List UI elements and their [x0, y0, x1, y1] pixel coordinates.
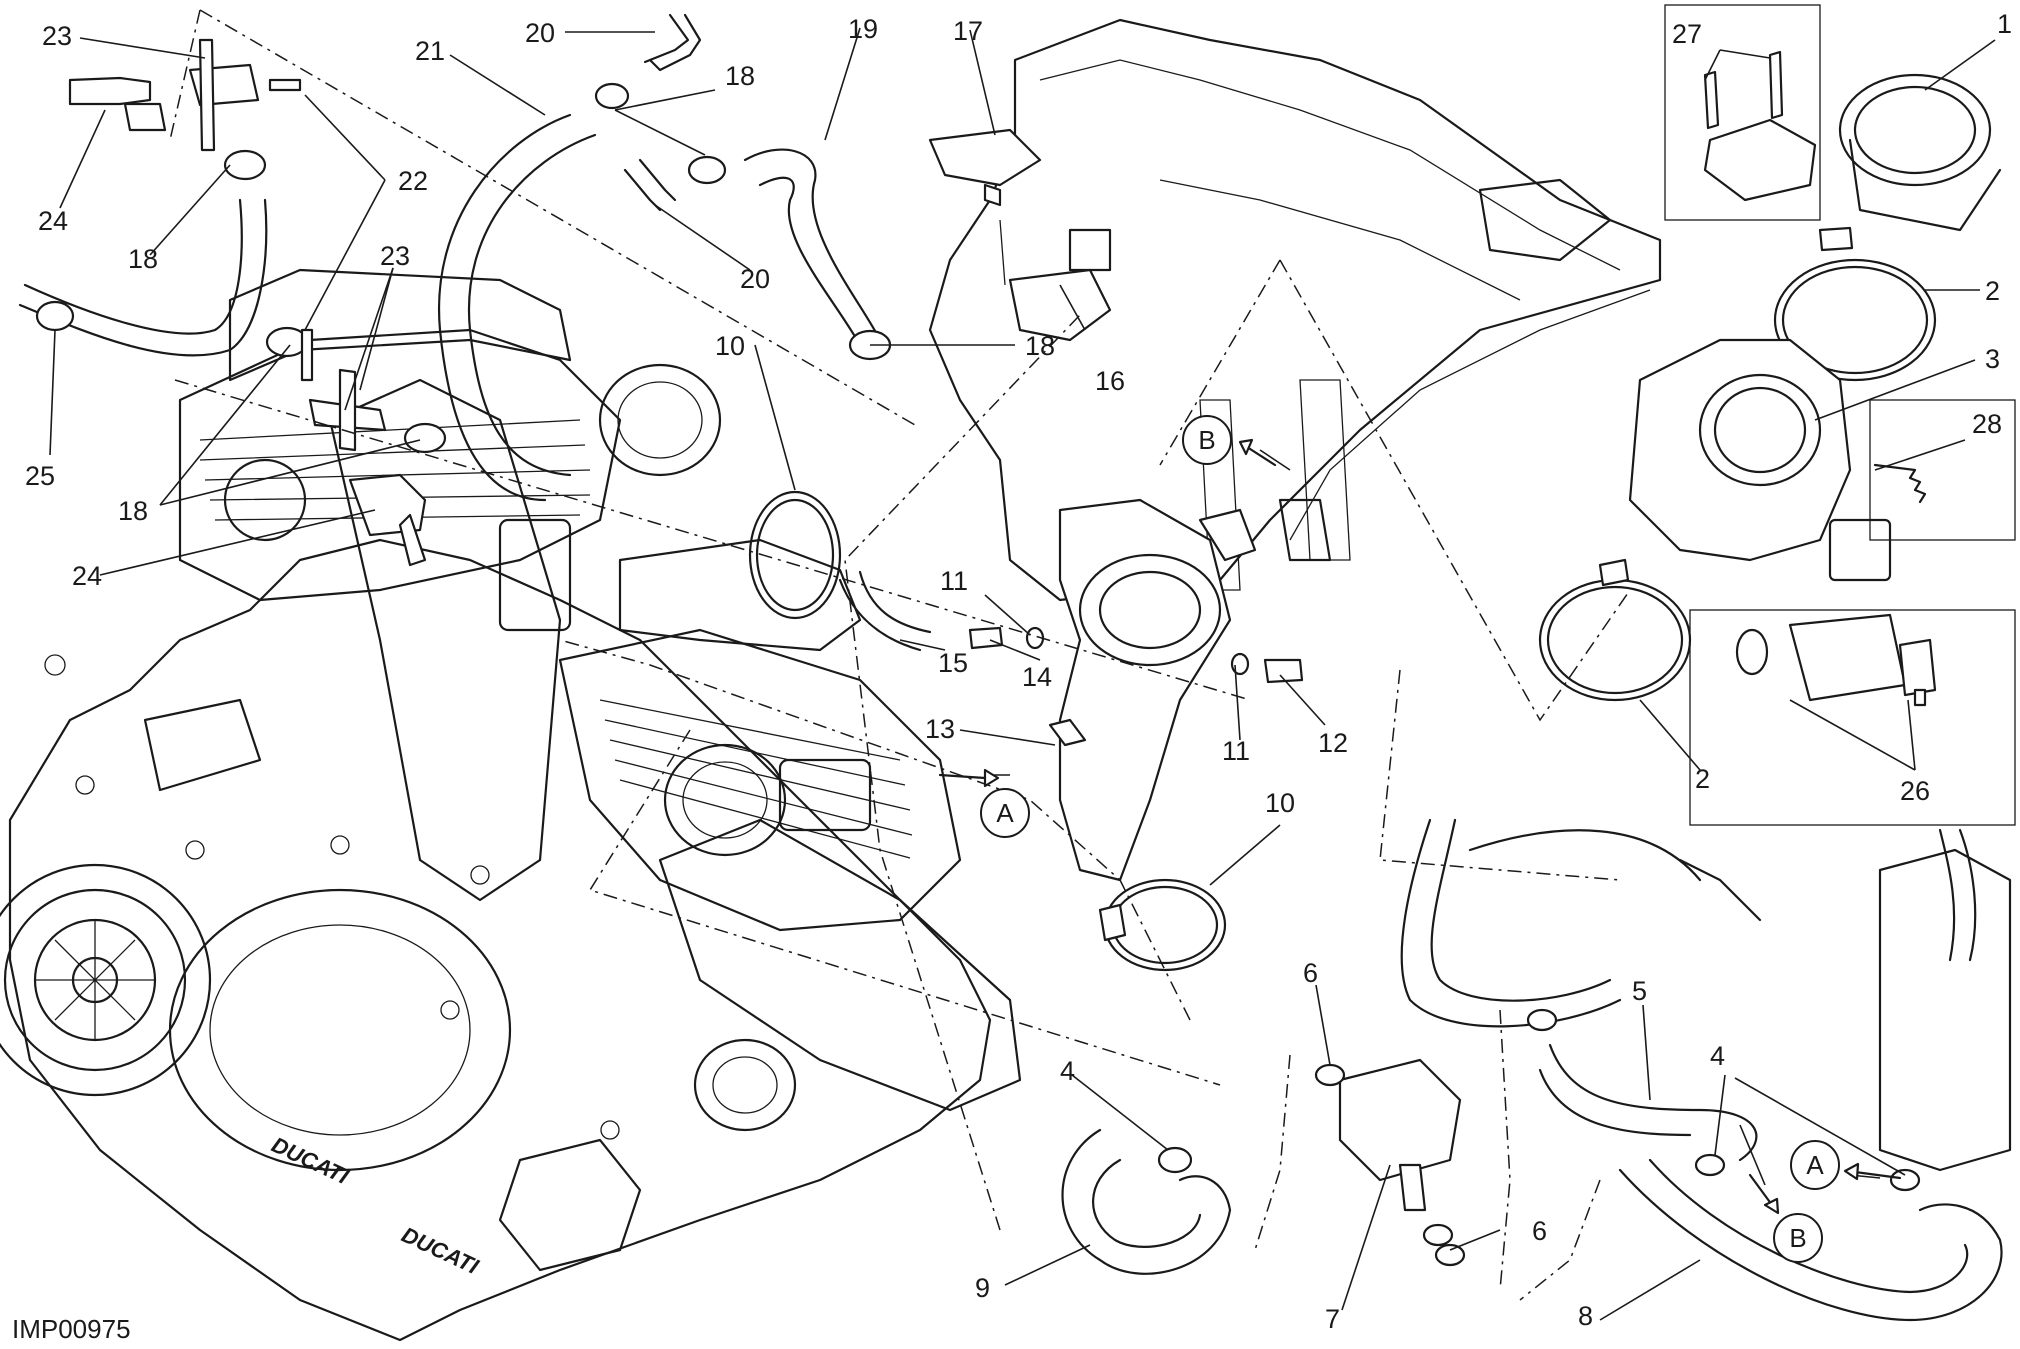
callout-18-right: 18: [1025, 331, 1055, 361]
callout-23-top: 23: [42, 21, 72, 51]
callout-10-top: 10: [715, 331, 745, 361]
arrow-head: [1238, 438, 1254, 456]
ref-marker-a-center: A: [980, 788, 1030, 838]
engine-brand-text-2: DUCATI: [398, 1222, 483, 1279]
intake-manifold: [748, 490, 1257, 972]
callout-11-right: 11: [1222, 736, 1250, 766]
ref-letter: A: [1806, 1150, 1824, 1180]
ref-letter: B: [1789, 1223, 1806, 1253]
arrow-to-b-right: [1748, 1173, 1774, 1207]
callout-12: 12: [1318, 728, 1348, 758]
callout-10-bottom: 10: [1265, 788, 1295, 818]
callout-25: 25: [25, 461, 55, 491]
callout-28: 28: [1972, 409, 2002, 439]
arrow-head: [983, 768, 1000, 788]
arrow-to-a: [938, 773, 987, 780]
callout-6-top: 6: [1303, 958, 1318, 988]
callout-5: 5: [1632, 976, 1647, 1006]
ref-marker-a-bottom-right: A: [1790, 1140, 1840, 1190]
drawing-code: IMP00975: [12, 1314, 131, 1344]
callout-27: 27: [1672, 19, 1702, 49]
callout-16: 16: [1095, 366, 1125, 396]
callout-18-middle-left: 18: [118, 496, 148, 526]
callout-numbers: 23 24 18 20 21 18 19 17 22 20 23 25 18 1…: [25, 9, 2012, 1334]
callout-22: 22: [398, 166, 428, 196]
callout-17: 17: [953, 16, 983, 46]
ref-marker-b-airbox: B: [1182, 415, 1232, 465]
callout-18-top: 18: [725, 61, 755, 91]
callout-20-middle: 20: [740, 264, 770, 294]
callout-15: 15: [938, 648, 968, 678]
ref-letter: A: [996, 798, 1014, 828]
arrow-head: [1843, 1162, 1860, 1181]
callout-26: 26: [1900, 776, 1930, 806]
callout-6-bottom: 6: [1532, 1216, 1547, 1246]
callout-9: 9: [975, 1273, 990, 1303]
leader-lines: [49, 27, 1996, 1321]
evap-hoses: [1061, 818, 2012, 1322]
callout-2-bottom: 2: [1695, 764, 1710, 794]
arrow-to-b: [1245, 445, 1277, 467]
ref-letter: B: [1198, 425, 1215, 455]
callout-7: 7: [1325, 1304, 1340, 1334]
spring-inset-box: [1869, 399, 2016, 541]
construction-lines: [169, 9, 1631, 1301]
callout-13: 13: [925, 714, 955, 744]
callout-4-left: 4: [1060, 1056, 1075, 1086]
callout-2-top: 2: [1985, 276, 2000, 306]
arrow-to-a-right: [1853, 1170, 1902, 1180]
idle-motor-inset-box: [1689, 609, 2016, 826]
tps-inset-box: [1664, 4, 1821, 221]
callout-3: 3: [1985, 344, 2000, 374]
callout-24-middle: 24: [72, 561, 102, 591]
callout-1: 1: [1997, 9, 2012, 39]
engine-assembly: DUCATI DUCATI: [0, 268, 1022, 1342]
callout-11-left: 11: [940, 566, 968, 596]
callout-23-middle: 23: [380, 241, 410, 271]
callout-21: 21: [415, 36, 445, 66]
callout-8: 8: [1578, 1301, 1593, 1331]
callout-19: 19: [848, 14, 878, 44]
hoses-and-fittings: [18, 13, 1304, 684]
callout-4-right: 4: [1710, 1041, 1725, 1071]
throttle-body: [1538, 4, 2016, 826]
callout-20-top: 20: [525, 18, 555, 48]
callout-18-top-left: 18: [128, 244, 158, 274]
reference-markers: A A B B: [938, 415, 1902, 1263]
arrow-head: [1763, 1197, 1780, 1215]
ref-marker-b-bottom-right: B: [1773, 1213, 1823, 1263]
callout-24-top: 24: [38, 206, 68, 236]
callout-14: 14: [1022, 662, 1052, 692]
